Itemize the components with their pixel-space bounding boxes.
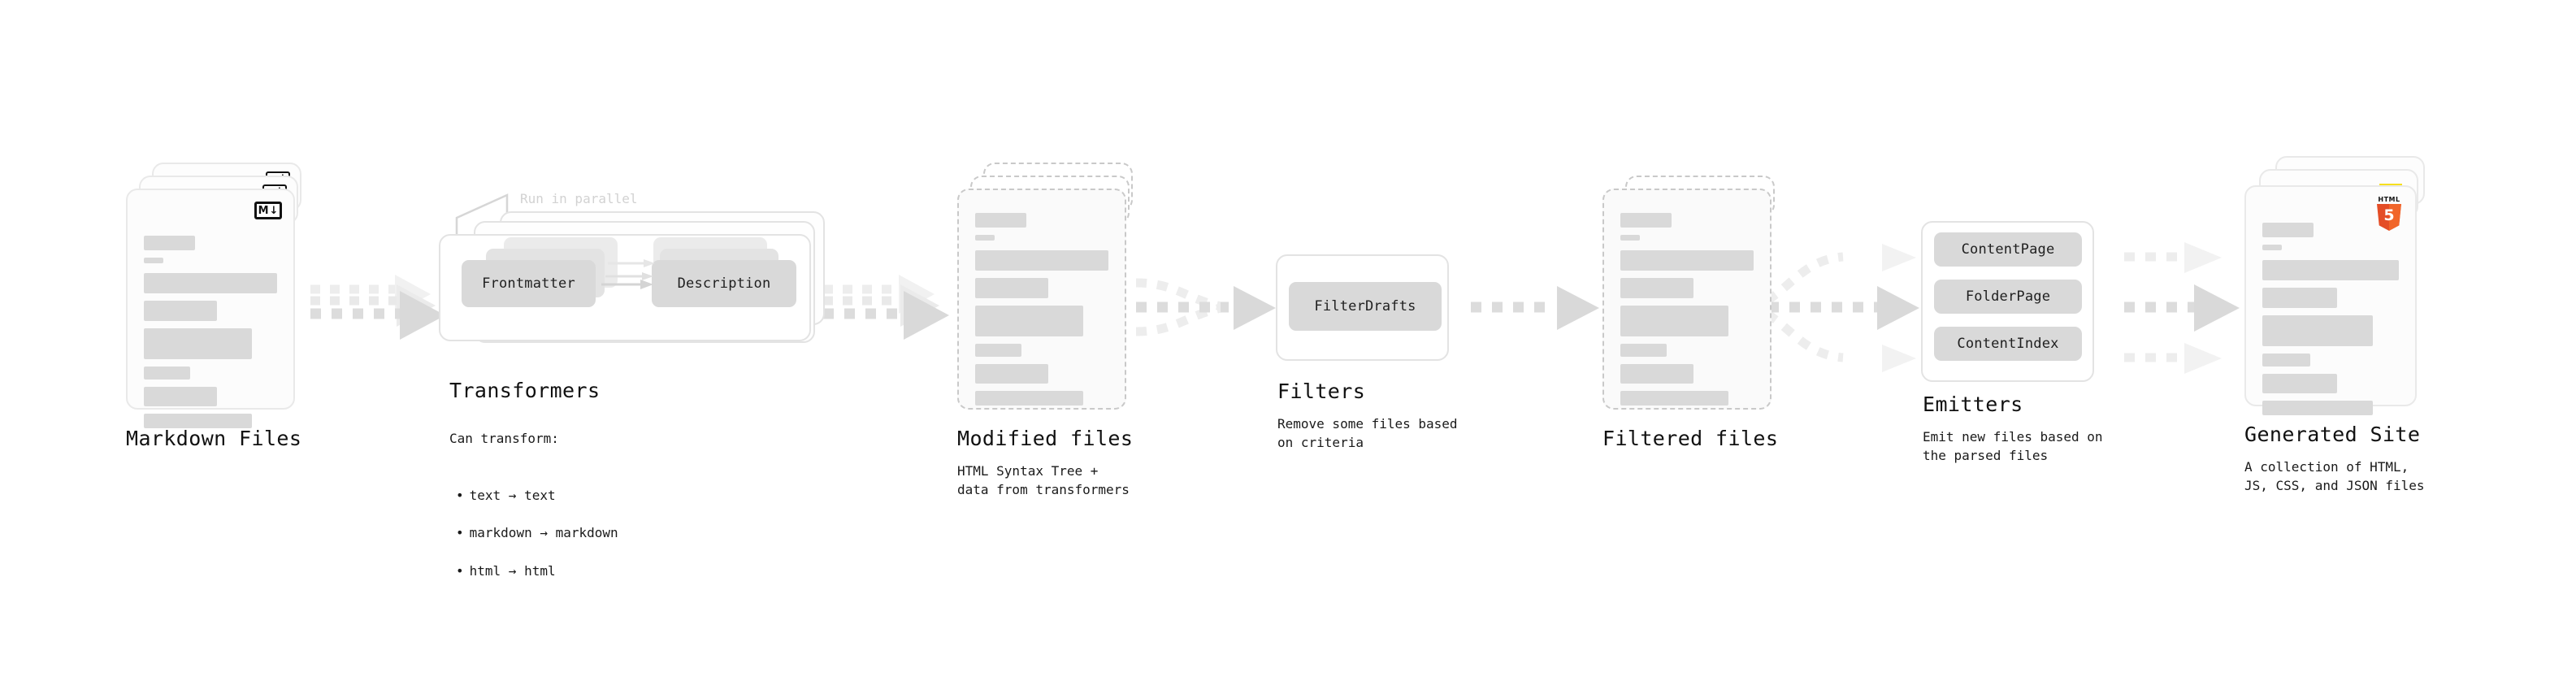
label-filtered-files: Filtered files	[1602, 427, 1779, 450]
content-bar	[144, 387, 218, 406]
content-bar	[2262, 260, 2399, 280]
markdown-card-front: M↓	[126, 189, 295, 428]
content-bar	[144, 273, 277, 293]
emitter-pill-contentindex[interactable]: ContentIndex	[1934, 327, 2082, 361]
content-bar	[1620, 213, 1672, 228]
markdown-card-content	[144, 236, 277, 436]
stage-markdown-files: M↓ M↓ M↓	[126, 163, 313, 431]
content-bar	[975, 278, 1049, 298]
emitters-note: Emit new files based on the parsed files	[1923, 429, 2103, 464]
html5-badge: HTML 5	[2376, 197, 2402, 231]
stage-generated-site: CSS HTML 5	[2244, 156, 2448, 432]
emitter-pill-label: ContentIndex	[1957, 336, 2059, 352]
html5-badge-word: HTML	[2378, 196, 2400, 203]
html5-badge-digit: 5	[2383, 206, 2395, 224]
modified-card-front	[957, 189, 1126, 410]
content-bar	[1620, 306, 1728, 336]
filter-pill-label: FilterDrafts	[1314, 298, 1416, 314]
filters-note: Remove some files based on criteria	[1277, 416, 1458, 451]
stage-filtered-files	[1602, 163, 1789, 431]
stage-modified-files	[957, 163, 1144, 431]
content-bar	[2262, 245, 2282, 250]
modified-card-stack	[957, 163, 1144, 431]
md-badge: M↓	[254, 202, 282, 219]
content-bar	[144, 414, 252, 428]
emitter-pill-folderpage[interactable]: FolderPage	[1934, 280, 2082, 314]
site-card-content	[2262, 223, 2399, 423]
emitter-pill-label: ContentPage	[1961, 241, 2055, 258]
content-bar	[144, 328, 252, 359]
site-card-stack: CSS HTML 5	[2244, 156, 2448, 432]
content-bar	[2262, 315, 2374, 346]
modified-files-note: HTML Syntax Tree + data from transformer…	[957, 463, 1130, 498]
content-bar	[2262, 374, 2338, 393]
filtered-card-front	[1602, 189, 1772, 410]
content-bar	[144, 367, 191, 380]
content-bar	[2262, 288, 2338, 308]
content-bar	[1620, 278, 1694, 298]
html5-shield-icon: 5	[2377, 204, 2401, 231]
content-bar	[975, 364, 1049, 384]
md-badge-letter: M	[258, 204, 269, 217]
content-bar	[144, 236, 195, 250]
content-bar	[1620, 391, 1728, 406]
label-filters: Filters	[1277, 380, 1366, 403]
emitter-pill-contentpage[interactable]: ContentPage	[1934, 232, 2082, 267]
arrow-emitters-to-site	[2124, 242, 2240, 374]
filter-pill-filterdrafts[interactable]: FilterDrafts	[1289, 282, 1442, 331]
label-markdown-files: Markdown Files	[126, 427, 302, 450]
transformers-note-item: markdown → markdown	[449, 523, 618, 542]
label-generated-site: Generated Site	[2244, 423, 2421, 446]
arrow-modified-to-filters	[1135, 278, 1276, 336]
md-badge-arrow: ↓	[269, 204, 279, 217]
content-bar	[975, 250, 1108, 271]
modified-card-content	[975, 213, 1108, 413]
transformer-pill-label: Frontmatter	[482, 275, 575, 292]
arrow-markdown-to-transformers	[310, 275, 445, 340]
content-bar	[2262, 223, 2314, 237]
transformer-pill-description[interactable]: Description	[652, 260, 796, 307]
content-bar	[975, 391, 1083, 406]
label-emitters: Emitters	[1923, 393, 2023, 416]
arrow-transformers-to-modified	[823, 275, 949, 340]
content-bar	[2262, 354, 2310, 367]
transformers-note-item: html → html	[449, 562, 618, 580]
content-bar	[975, 235, 995, 241]
markdown-card-stack: M↓ M↓ M↓	[126, 163, 313, 431]
transformer-inner-arrows	[601, 259, 655, 289]
content-bar	[975, 213, 1026, 228]
transformers-note: Can transform: text → text markdown → ma…	[449, 410, 618, 618]
transformer-pill-label: Description	[677, 275, 771, 292]
content-bar	[1620, 235, 1640, 241]
content-bar	[144, 301, 218, 321]
label-run-in-parallel: Run in parallel	[520, 191, 638, 206]
content-bar	[975, 306, 1083, 336]
content-bar	[1620, 250, 1754, 271]
emitter-pill-label: FolderPage	[1965, 288, 2051, 305]
label-modified-files: Modified files	[957, 427, 1134, 450]
content-bar	[144, 258, 163, 263]
transformer-pill-frontmatter[interactable]: Frontmatter	[462, 260, 596, 307]
content-bar	[1620, 364, 1694, 384]
transformers-note-list: text → text markdown → markdown html → h…	[449, 467, 618, 599]
transformers-note-item: text → text	[449, 486, 618, 505]
content-bar	[975, 344, 1022, 357]
arrow-filters-to-filtered	[1471, 286, 1599, 330]
content-bar	[2262, 401, 2374, 415]
transformers-note-heading: Can transform:	[449, 431, 559, 447]
filtered-card-content	[1620, 213, 1754, 413]
filtered-card-stack	[1602, 163, 1789, 431]
label-transformers: Transformers	[449, 379, 601, 402]
generated-site-note: A collection of HTML, JS, CSS, and JSON …	[2244, 459, 2425, 494]
content-bar	[1620, 344, 1667, 357]
site-card-front: HTML 5	[2244, 185, 2417, 415]
